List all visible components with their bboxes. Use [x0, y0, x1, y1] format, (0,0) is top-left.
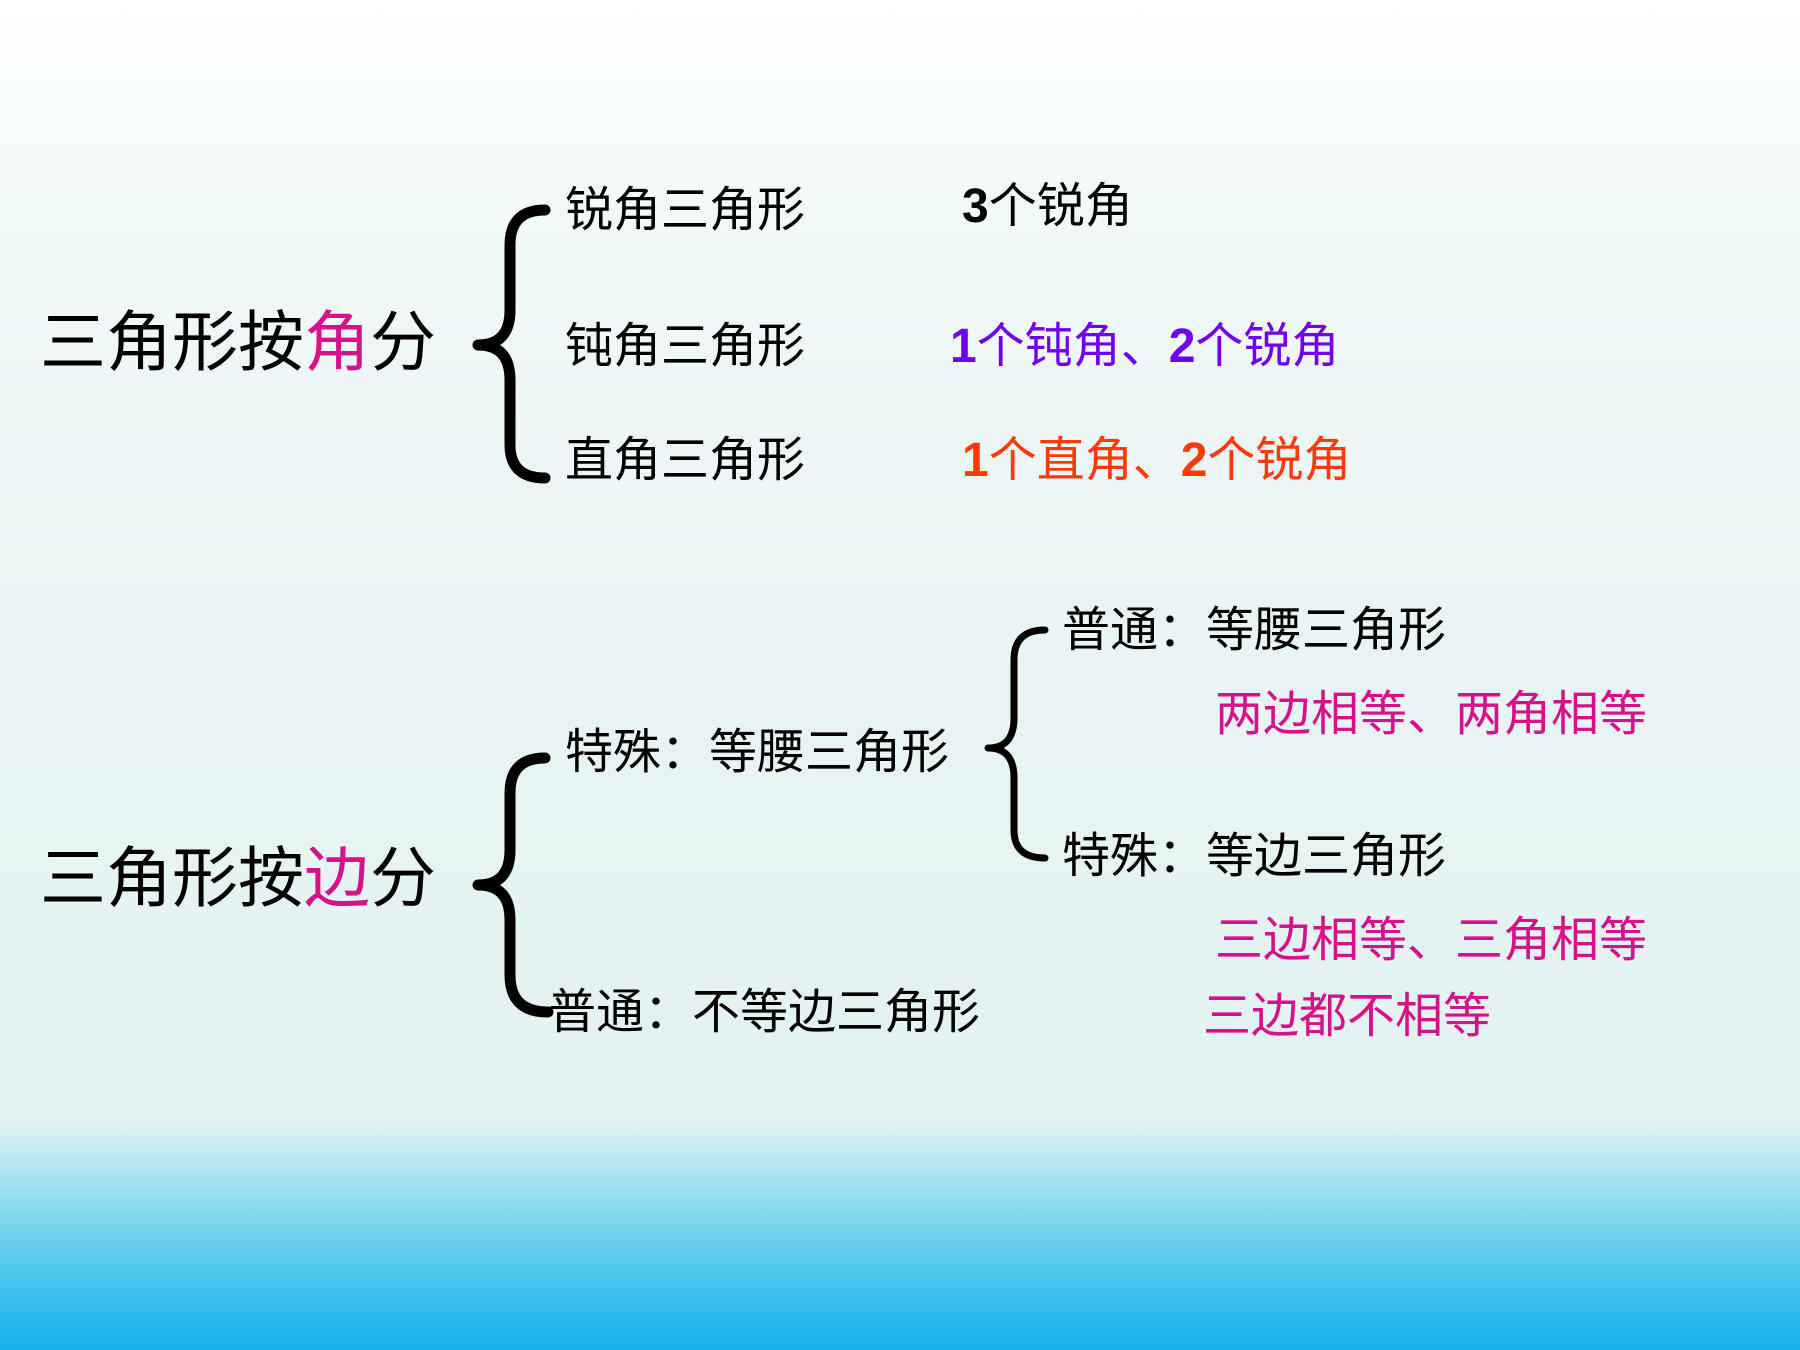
right-triangle-label: 直角三角形 — [565, 432, 806, 488]
obtuse-triangle-desc: 1个钝角、2个锐角 — [950, 322, 1339, 371]
general-isosceles-label: 普通：等腰三角形 — [1062, 602, 1447, 658]
side-brace — [472, 752, 554, 1018]
angle-heading-key: 角 — [304, 304, 370, 381]
scalene-property: 三边都不相等 — [1203, 988, 1492, 1044]
angle-heading-prefix: 三角形按 — [40, 304, 304, 381]
special-isosceles-label: 特殊：等腰三角形 — [565, 724, 950, 780]
obtuse-desc-text-1: 个钝角、 — [976, 318, 1169, 374]
scalene-label: 普通：不等边三角形 — [548, 984, 981, 1040]
right-triangle-desc: 1个直角、2个锐角 — [962, 436, 1351, 485]
equilateral-property: 三边相等、三角相等 — [1215, 912, 1648, 968]
side-heading: 三角形按边分 — [40, 846, 436, 912]
right-desc-number-2: 2 — [1180, 434, 1208, 487]
obtuse-desc-text-2: 个锐角 — [1195, 318, 1340, 374]
angle-brace — [472, 204, 551, 484]
angle-heading: 三角形按角分 — [40, 310, 436, 376]
isosceles-property: 两边相等、两角相等 — [1215, 686, 1648, 742]
side-heading-key: 边 — [304, 840, 370, 917]
angle-heading-suffix: 分 — [370, 304, 436, 381]
acute-triangle-desc: 3个锐角 — [962, 182, 1133, 231]
side-heading-suffix: 分 — [370, 840, 436, 917]
acute-desc-text: 个锐角 — [988, 178, 1133, 234]
acute-triangle-label: 锐角三角形 — [565, 182, 806, 238]
obtuse-desc-number-1: 1 — [950, 320, 977, 373]
side-heading-prefix: 三角形按 — [40, 840, 304, 917]
right-desc-text-2: 个锐角 — [1207, 432, 1352, 488]
obtuse-triangle-label: 钝角三角形 — [565, 318, 806, 374]
obtuse-desc-number-2: 2 — [1168, 320, 1196, 373]
right-desc-text-1: 个直角、 — [988, 432, 1181, 488]
isosceles-brace — [984, 626, 1049, 862]
right-desc-number-1: 1 — [962, 434, 989, 487]
acute-desc-number: 3 — [962, 180, 989, 233]
equilateral-label: 特殊：等边三角形 — [1062, 828, 1447, 884]
